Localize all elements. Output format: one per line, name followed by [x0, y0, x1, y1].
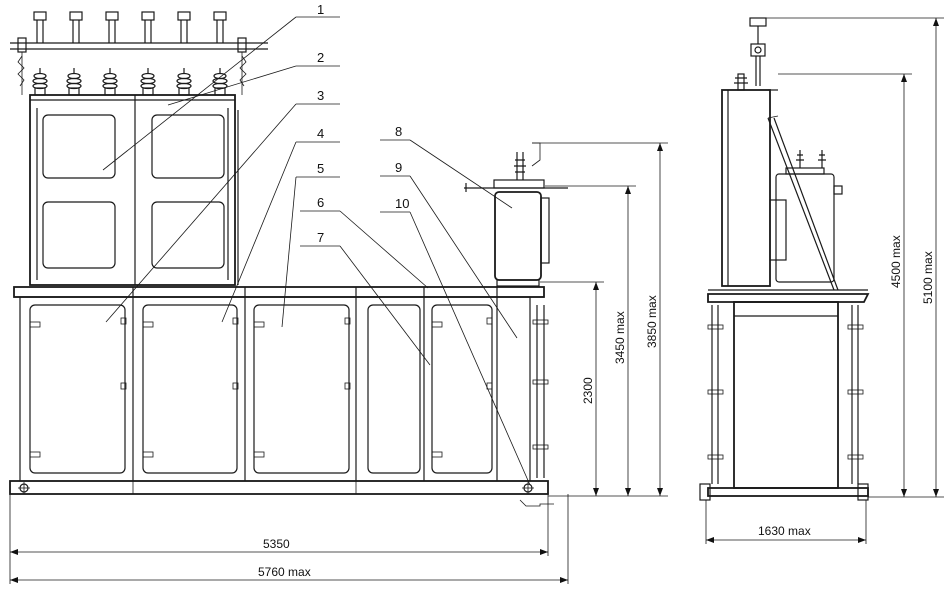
lower-cabinets — [13, 286, 549, 482]
side-dimensions — [705, 17, 944, 544]
dim-2300: 2300 — [581, 377, 595, 404]
side-view — [699, 17, 870, 501]
upper-insulators — [33, 11, 227, 43]
callout-3: 3 — [317, 88, 324, 103]
callout-10: 10 — [395, 196, 409, 211]
base-frame — [9, 480, 554, 507]
busbar-frame — [10, 37, 268, 95]
callout-7: 7 — [317, 230, 324, 245]
dim-1630: 1630 max — [758, 524, 811, 538]
callout-5: 5 — [317, 161, 324, 176]
callout-8: 8 — [395, 124, 402, 139]
dim-3450: 3450 max — [613, 311, 627, 364]
callout-1: 1 — [317, 2, 324, 17]
side-dimension-labels: 1630 max 4500 max 5100 max — [758, 235, 935, 538]
transformer — [464, 142, 568, 287]
dim-5100: 5100 max — [921, 251, 935, 304]
dim-3850: 3850 max — [645, 295, 659, 348]
dim-5350: 5350 — [263, 537, 290, 551]
callout-4: 4 — [317, 126, 324, 141]
bushing-insulators — [32, 68, 228, 96]
callout-6: 6 — [317, 195, 324, 210]
upper-cabinets — [29, 94, 239, 286]
callout-leaders — [102, 16, 531, 486]
front-dimensions — [9, 142, 668, 584]
callout-numbers: 1 2 3 4 5 6 7 8 9 10 — [317, 2, 409, 245]
dim-4500: 4500 max — [889, 235, 903, 288]
front-view — [9, 11, 568, 507]
dim-5760: 5760 max — [258, 565, 311, 579]
callout-2: 2 — [317, 50, 324, 65]
front-dimension-labels: 5350 5760 max 2300 3450 max 3850 max — [258, 295, 659, 579]
callout-9: 9 — [395, 160, 402, 175]
